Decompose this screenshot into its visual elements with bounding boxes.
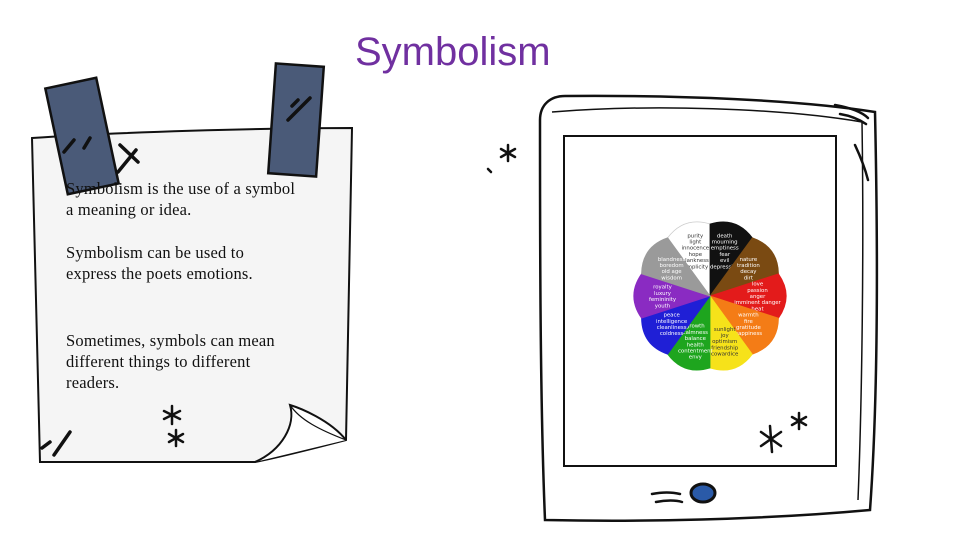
tablet-speaker-lines bbox=[650, 103, 870, 504]
asterisk-doodles-tablet bbox=[486, 143, 808, 454]
paragraph-emotions: Symbolism can be used to express the poe… bbox=[66, 243, 253, 283]
tape-right bbox=[266, 62, 326, 178]
asterisk-doodles-note bbox=[162, 404, 185, 448]
tape-left bbox=[43, 76, 121, 196]
home-button[interactable] bbox=[689, 482, 717, 504]
paragraph-meanings: Sometimes, symbols can mean different th… bbox=[66, 331, 275, 392]
sticky-note bbox=[30, 62, 354, 463]
sticky-note-curl-shadow bbox=[289, 404, 347, 441]
paragraph-definition: Symbolism is the use of a symbol a meani… bbox=[66, 179, 296, 219]
doodle-strokes bbox=[40, 96, 312, 457]
slide-title: Symbolism bbox=[355, 30, 551, 74]
wheel-segment bbox=[641, 237, 712, 297]
sticky-note-paper bbox=[30, 126, 354, 463]
